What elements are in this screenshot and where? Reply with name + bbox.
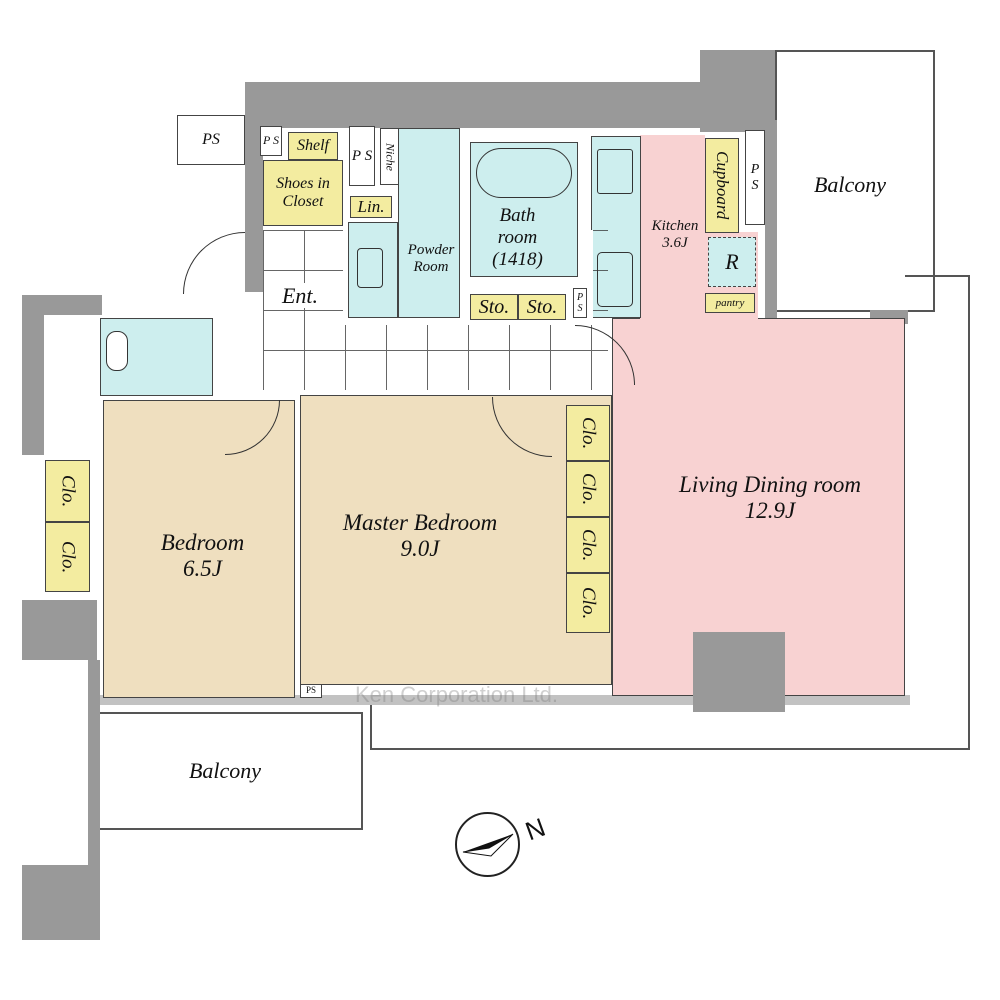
cupboard: Cupboard: [705, 138, 739, 233]
bedroom-name: Bedroom: [160, 530, 245, 555]
kitchen-size: 3.6J: [662, 235, 688, 252]
compass-north-label: N: [521, 811, 550, 847]
ps-sto: P S: [573, 288, 587, 318]
ldk-size: 12.9J: [744, 498, 796, 524]
kitchen-label: Kitchen 3.6J: [640, 218, 710, 253]
balcony-top-label: Balcony: [813, 172, 887, 197]
master-bedroom-label: Master Bedroom 9.0J: [320, 510, 520, 563]
shoes-in-closet: Shoes in Closet: [263, 160, 343, 226]
powder-room-label: Powder Room: [407, 242, 455, 276]
wall-top: [245, 82, 705, 128]
balcony-front-rail: [370, 705, 970, 750]
powder-vanity: [348, 222, 398, 318]
bathroom-size: (1418): [492, 248, 543, 270]
bedroom-closet-2: Clo.: [45, 522, 90, 592]
wall-left-lower: [88, 660, 100, 870]
ldk-label: Living Dining room 12.9J: [640, 472, 900, 525]
watermark: Ken Corporation Ltd.: [355, 682, 559, 707]
closet-4: Clo.: [566, 573, 610, 633]
ps-bottom: PS: [300, 684, 322, 698]
ldk-name: Living Dining room: [679, 472, 861, 497]
bathroom-name: Bath room: [497, 205, 538, 248]
kitchen-name: Kitchen: [651, 218, 699, 234]
wall-left-bottom-column: [22, 865, 100, 940]
master-bedroom-name: Master Bedroom: [342, 510, 498, 535]
master-bedroom-size: 9.0J: [400, 536, 440, 562]
basin-icon: [357, 248, 383, 288]
balcony-bottom-label: Balcony: [188, 758, 262, 783]
stove-icon: [597, 149, 633, 194]
bedroom-label: Bedroom 6.5J: [130, 530, 275, 583]
compass-arrow-icon: [462, 833, 514, 857]
refrigerator: R: [708, 237, 756, 287]
bathroom-label: Bath room (1418): [480, 205, 555, 271]
wall-front: [100, 695, 910, 705]
storage-2: Sto.: [518, 294, 566, 320]
shelf: Shelf: [288, 132, 338, 160]
compass: [455, 812, 520, 877]
bathroom: [470, 142, 578, 277]
ps-entry: P S: [260, 126, 282, 156]
toilet-icon: [106, 331, 128, 371]
closet-2: Clo.: [566, 461, 610, 517]
ps-kitchen: P S: [745, 130, 765, 225]
closet-3: Clo.: [566, 517, 610, 573]
bedroom-closet-1: Clo.: [45, 460, 90, 522]
wall-left-column: [22, 600, 97, 660]
linen-closet: Lin.: [350, 196, 392, 218]
storage-1: Sto.: [470, 294, 518, 320]
closet-1: Clo.: [566, 405, 610, 461]
entrance-door[interactable]: [183, 232, 245, 294]
entrance-label: Ent.: [270, 283, 330, 309]
wall-column-top-right: [700, 50, 775, 132]
washing-area: [398, 128, 460, 318]
kitchen-area: [640, 135, 705, 325]
toilet-room: [100, 318, 213, 396]
balcony-top: [775, 50, 935, 312]
bathtub-icon: [476, 148, 572, 198]
balcony-right-rail: [905, 275, 970, 750]
pantry: pantry: [705, 293, 755, 313]
bedroom-size: 6.5J: [183, 556, 222, 582]
wall-left-entry: [245, 82, 263, 292]
master-bedroom: [300, 395, 612, 685]
niche: Niche: [380, 128, 400, 185]
wall-left-outer: [22, 295, 44, 455]
wall-right-upper: [765, 120, 777, 320]
balcony-bottom: [98, 712, 363, 830]
bedroom: [103, 400, 295, 698]
wall-column-front-overlay: [693, 632, 785, 712]
ps-center: P S: [349, 126, 375, 186]
ps-outside: PS: [177, 115, 245, 165]
